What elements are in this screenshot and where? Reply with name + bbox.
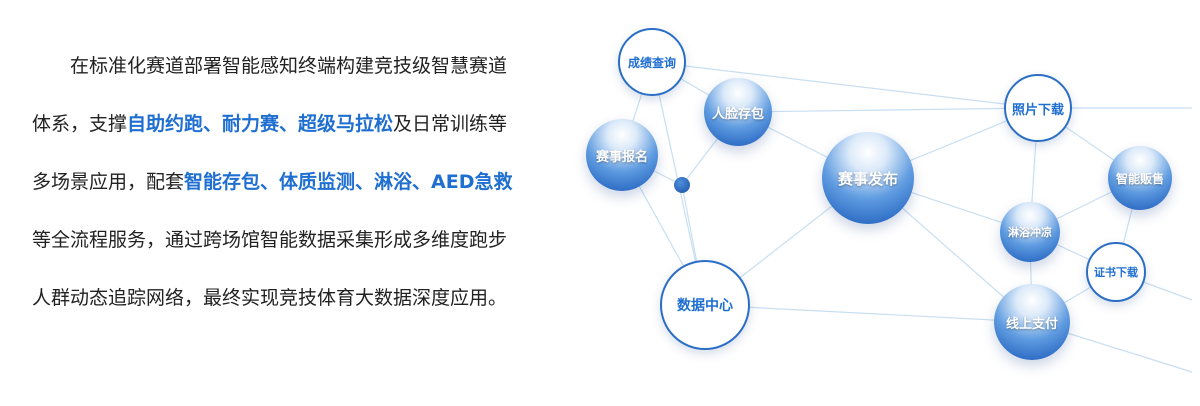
highlight-services: 智能存包、体质监测、淋浴、AED急救 [184,171,513,193]
node-certificate: 证书下载 [1086,242,1146,302]
node-face-locker: 人脸存包 [704,78,772,146]
node-event-publish: 赛事发布 [822,132,914,224]
description-line-2: 体系，支撑自助约跑、耐力赛、超级马拉松及日常训练等 [32,113,508,135]
connector [704,304,1033,323]
service-network-diagram: 成绩查询 人脸存包 赛事报名 赛事发布 照片下载 智能贩售 淋浴冲凉 证书下载 … [560,0,1200,406]
highlight-events: 自助约跑、耐力赛、超级马拉松 [127,113,394,135]
node-online-payment: 线上支付 [994,284,1070,360]
node-data-center: 数据中心 [660,260,750,350]
connector [651,61,1039,109]
node-shower: 淋浴冲凉 [1000,202,1060,262]
description-text: 在标准化赛道部署智能感知终端构建竞技级智慧赛道 体系，支撑自助约跑、耐力赛、超级… [32,52,532,342]
description-line-1: 在标准化赛道部署智能感知终端构建竞技级智慧赛道 [70,55,508,77]
connector [737,107,1039,113]
node-photo-download: 照片下载 [1004,74,1072,142]
description-line-5: 人群动态追踪网络，最终实现竞技体育大数据深度应用。 [32,287,508,309]
description-line-4: 等全流程服务，通过跨场馆智能数据采集形成多维度跑步 [32,229,508,251]
node-score-query: 成绩查询 [618,28,686,96]
description-line-3: 多场景应用，配套智能存包、体质监测、淋浴、AED急救 [32,171,513,193]
node-smart-vending: 智能贩售 [1108,146,1172,210]
node-registration: 赛事报名 [586,119,658,191]
network-dot [674,177,690,193]
